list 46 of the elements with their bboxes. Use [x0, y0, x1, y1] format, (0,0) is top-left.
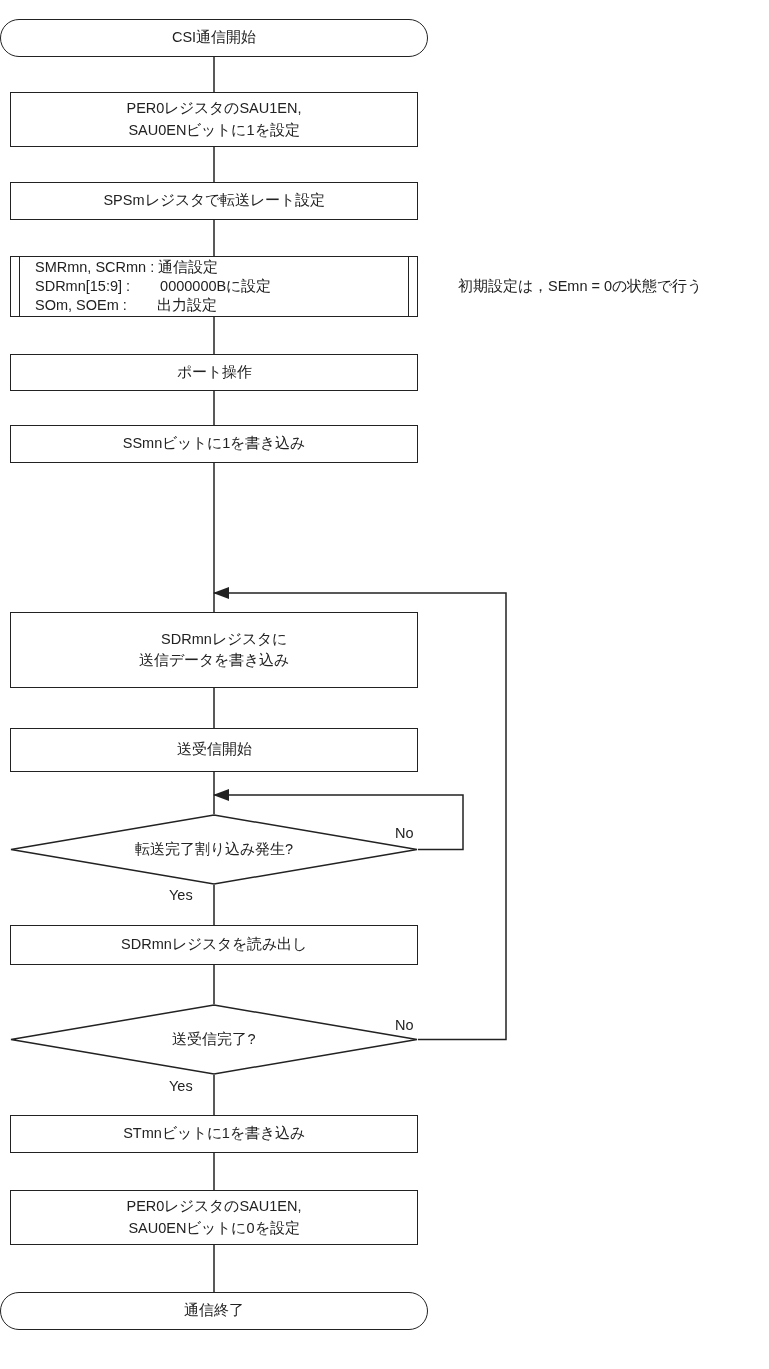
terminal-shape — [0, 1292, 428, 1330]
node-text: 送受信完了? — [172, 1030, 256, 1049]
connector-line — [213, 219, 215, 257]
node-text: SPSmレジスタで転送レート設定 — [103, 191, 325, 211]
connector-line — [213, 390, 215, 426]
node-text: 送受信開始 — [176, 740, 252, 760]
node-text: SOm, SOEm : 出力設定 — [35, 295, 217, 315]
connector-line — [213, 1244, 215, 1293]
connector-line — [213, 462, 215, 613]
node-text: CSI通信開始 — [171, 28, 257, 48]
predefined-process-box — [10, 256, 418, 317]
node-text: ポート操作 — [176, 363, 252, 382]
process-box — [10, 612, 418, 688]
node-text: SMRmn, SCRmn : 通信設定 — [35, 258, 219, 278]
arrow — [213, 587, 507, 1041]
process-box — [10, 925, 418, 965]
node-text: SDRmnレジスタに送信データを書き込み — [138, 630, 290, 670]
node-text: STmnビットに1を書き込み — [123, 1124, 305, 1144]
decision-diamond — [10, 814, 418, 885]
connector-line — [213, 316, 215, 355]
process-box — [10, 728, 418, 772]
process-box — [10, 425, 418, 463]
process-box — [10, 354, 418, 391]
connector-line — [213, 687, 215, 729]
terminal-shape — [0, 19, 428, 57]
connector-line — [213, 771, 215, 815]
process-box — [10, 1115, 418, 1153]
connector-line — [213, 146, 215, 183]
note-text: 初期設定は，SEmn = 0の状態で行う — [458, 277, 703, 296]
node-text: 通信終了 — [184, 1301, 244, 1321]
node-text: PER0レジスタのSAU1EN, SAU0ENビットに0を設定 — [125, 1197, 303, 1238]
node-text: 転送完了割り込み発生? — [134, 840, 294, 859]
connector-line — [213, 884, 215, 926]
process-box — [10, 1190, 418, 1245]
connector-line — [213, 1074, 215, 1116]
node-text: SDRmn[15:9] : 0000000Bに設定 — [35, 277, 272, 296]
connector-line — [213, 964, 215, 1005]
process-box — [10, 182, 418, 220]
connector-line — [213, 56, 215, 93]
arrow — [213, 789, 464, 851]
node-text: SDRmnレジスタを読み出し — [121, 935, 307, 955]
node-text: PER0レジスタのSAU1EN, SAU0ENビットに1を設定 — [125, 99, 303, 140]
node-text: SSmnビットに1を書き込み — [122, 434, 306, 454]
process-box — [10, 92, 418, 147]
connector-line — [213, 1152, 215, 1191]
decision-diamond — [10, 1004, 418, 1075]
